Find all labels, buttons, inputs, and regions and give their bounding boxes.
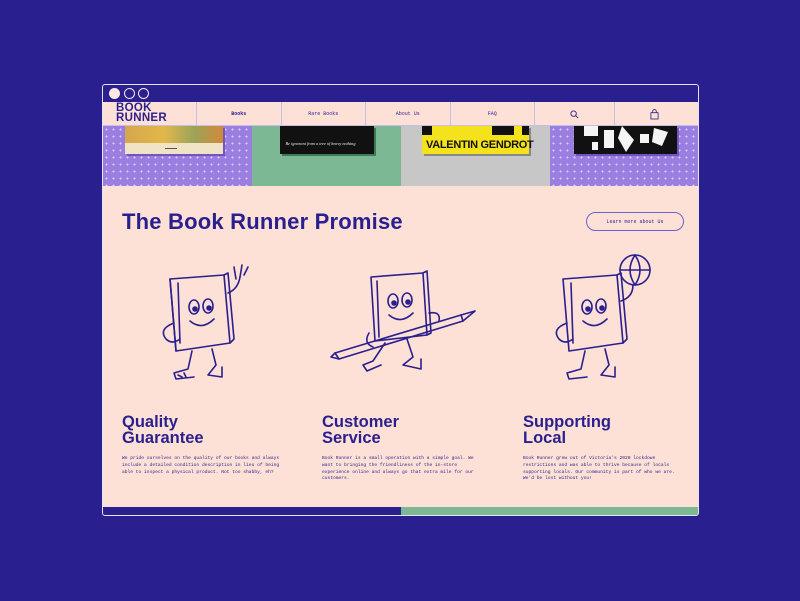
logo-line-2: RUNNER: [116, 112, 167, 124]
book-panel-3: VALENTIN GENDROT: [401, 126, 550, 186]
top-navigation: BOOK RUNNER Books Rare Books About Us FA…: [103, 102, 698, 126]
book-cover-2-text: Be ignorant from a tree of heavy nothing: [285, 141, 356, 146]
column-title-quality: Quality Guarantee: [122, 413, 204, 447]
browser-window: BOOK RUNNER Books Rare Books About Us FA…: [102, 84, 699, 516]
promise-heading: The Book Runner Promise: [122, 209, 403, 234]
search-icon: [570, 109, 579, 118]
column-text-quality: We pride ourselves on the quality of our…: [122, 456, 280, 475]
book-cover-2[interactable]: Be ignorant from a tree of heavy nothing: [279, 126, 374, 154]
book-panel-4: [549, 126, 698, 186]
minimize-dot[interactable]: [124, 88, 135, 99]
book-runner-logo[interactable]: BOOK RUNNER: [103, 102, 196, 126]
book-cover-3-text: VALENTIN GENDROT: [426, 139, 534, 151]
column-title-local: Supporting Local: [523, 413, 611, 447]
nav-item-books[interactable]: Books: [196, 102, 281, 126]
maximize-dot[interactable]: [138, 88, 149, 99]
book-panel-1: ▬▬▬▬: [103, 126, 252, 186]
close-dot[interactable]: [109, 88, 120, 99]
column-text-local: Book Runner grew out of Victoria's 2020 …: [523, 456, 675, 482]
book-panel-2: Be ignorant from a tree of heavy nothing: [251, 126, 401, 186]
cart-button[interactable]: [614, 102, 694, 126]
book-mascot-pencil-icon: [330, 270, 476, 372]
nav-item-faq[interactable]: FAQ: [449, 102, 535, 126]
logo-line-1: BOOK: [116, 102, 152, 114]
learn-more-button[interactable]: Learn more about Us: [586, 212, 684, 231]
nav-item-rare-books[interactable]: Rare Books: [280, 102, 366, 126]
footer-bar-navy: [103, 507, 401, 515]
book-cover-1[interactable]: ▬▬▬▬: [125, 126, 223, 154]
column-text-service: Book Runner is a small operation with a …: [322, 456, 474, 482]
featured-books-strip: ▬▬▬▬ Be ignorant from a tree of heavy no…: [103, 126, 698, 186]
book-cover-3[interactable]: VALENTIN GENDROT: [422, 126, 534, 154]
footer-bar-green: [401, 507, 698, 515]
shopping-bag-icon: [650, 108, 659, 119]
search-button[interactable]: [534, 102, 614, 126]
book-mascot-waving-icon: [162, 264, 249, 380]
book-mascot-basketball-icon: [555, 254, 651, 380]
column-title-service: Customer Service: [322, 413, 400, 447]
book-cover-4[interactable]: [573, 126, 677, 154]
nav-item-about-us[interactable]: About Us: [365, 102, 450, 126]
window-titlebar: [103, 85, 698, 102]
